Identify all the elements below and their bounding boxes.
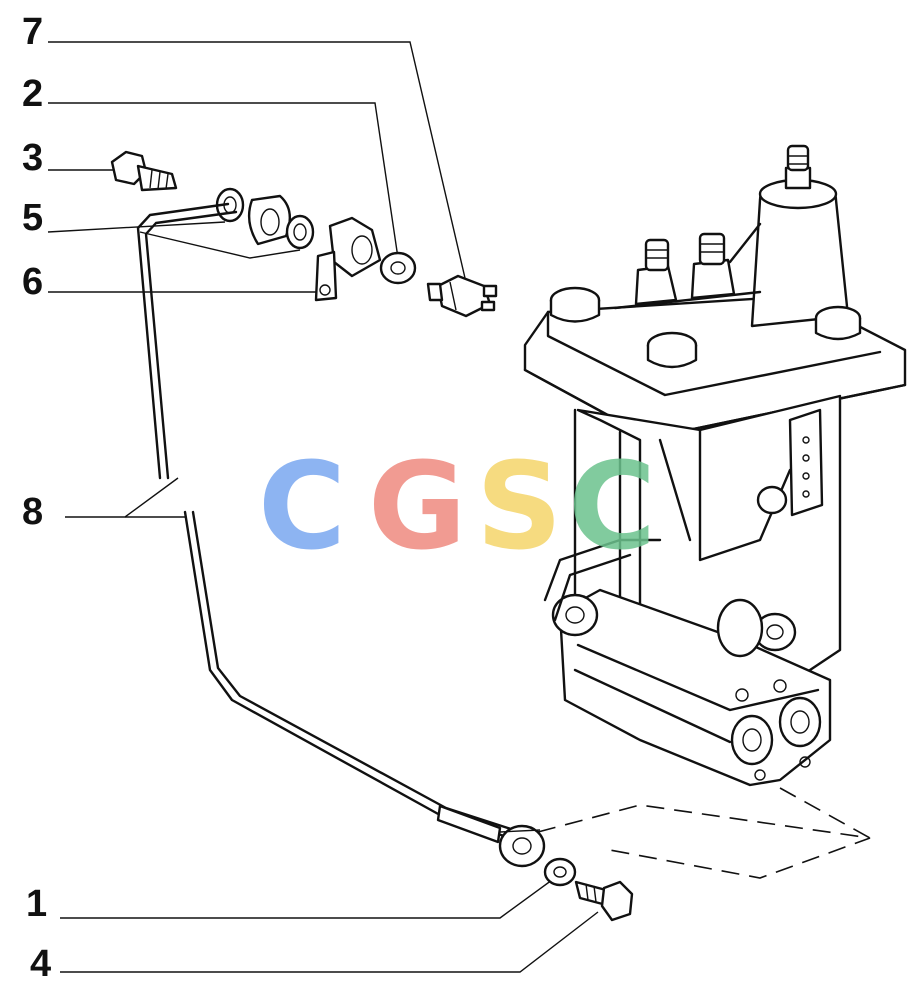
callout-labels: 7 2 3 5 6 8 1 4 <box>22 11 51 985</box>
leader-lines <box>47 41 599 973</box>
callout-7: 7 <box>22 11 43 53</box>
injection-pump-body <box>523 144 907 787</box>
leader-5a <box>47 221 226 233</box>
part-7-pressure-switch <box>426 274 498 318</box>
watermark-letter-c2: C <box>568 438 656 577</box>
part-8-pipe <box>136 202 516 844</box>
pipe-banjo-end <box>498 824 546 868</box>
part-6-banjo-fitting <box>314 216 382 302</box>
part-5-washers <box>215 187 315 250</box>
part-4-bolt <box>574 880 634 922</box>
leader-2 <box>48 102 399 259</box>
watermark-letter-c1: C <box>258 438 346 577</box>
assembly-dashed-lines <box>537 787 871 879</box>
callout-6: 6 <box>22 261 43 303</box>
callout-8: 8 <box>22 491 43 533</box>
callout-5: 5 <box>22 197 43 239</box>
callout-3: 3 <box>22 137 43 179</box>
leader-8 <box>65 477 179 518</box>
callout-1: 1 <box>26 883 47 925</box>
part-2-washer <box>379 251 417 285</box>
callout-4: 4 <box>30 943 51 985</box>
part-3-banjo-bolt <box>110 150 178 192</box>
callout-2: 2 <box>22 73 43 115</box>
watermark-letter-s: S <box>476 438 562 577</box>
leader-7 <box>48 41 466 279</box>
watermark-letter-g: G <box>368 438 467 577</box>
leader-5b <box>139 231 301 259</box>
leader-4 <box>60 911 599 973</box>
watermark-cgsc: C G S C <box>258 438 656 577</box>
part-1-washer <box>543 857 577 887</box>
leader-1 <box>60 879 553 919</box>
